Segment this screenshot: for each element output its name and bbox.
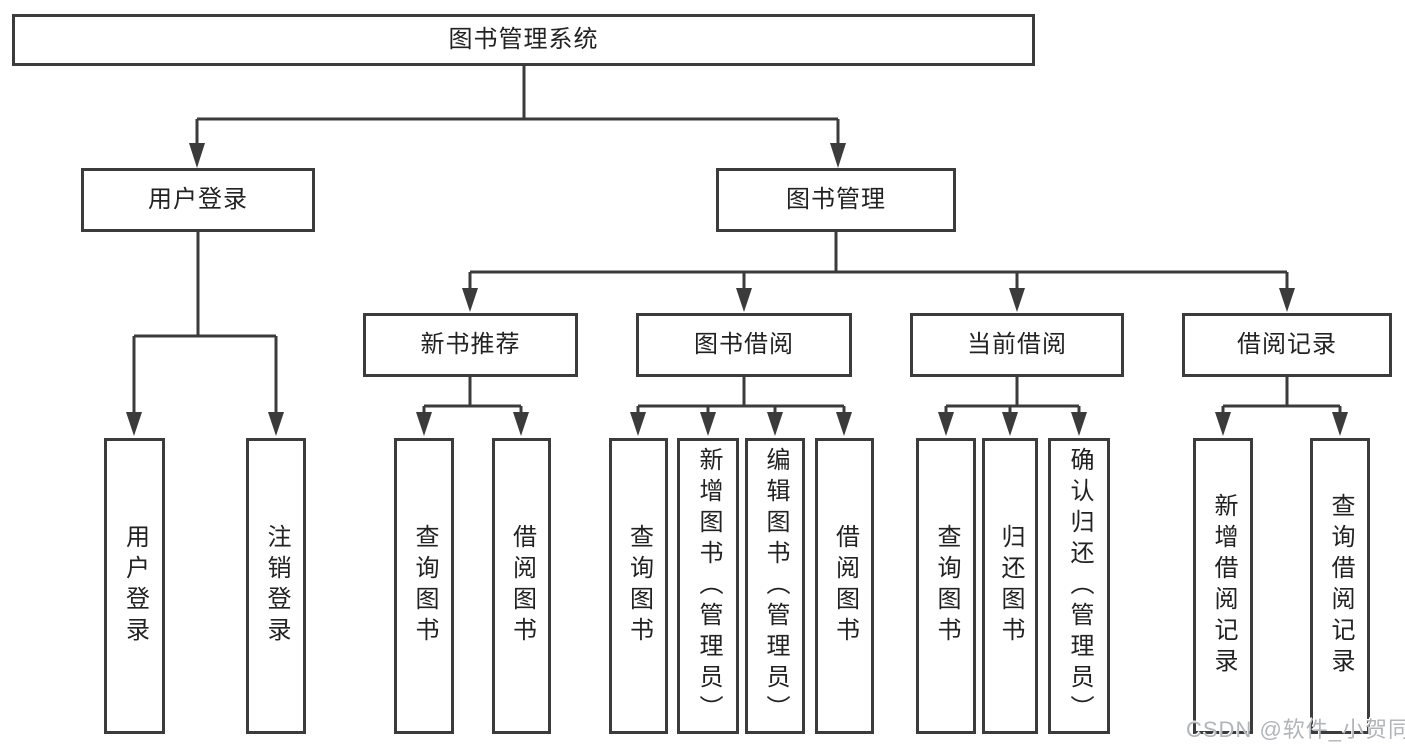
node-label: 查询图书 bbox=[625, 524, 653, 648]
leaf-add-books-admin: 新增图书（管理员） bbox=[677, 438, 739, 734]
leaf-borrow-books: 借阅图书 bbox=[815, 438, 874, 734]
leaf-query-books-current: 查询图书 bbox=[916, 438, 976, 734]
node-label: 用户登录 bbox=[121, 524, 149, 648]
node-label: 图书管理 bbox=[786, 186, 886, 213]
node-label: 借阅图书 bbox=[508, 524, 536, 648]
node-book-borrowing: 图书借阅 bbox=[636, 313, 852, 377]
node-label: 确认归还（管理员） bbox=[1066, 446, 1093, 726]
leaf-query-books-borrowing: 查询图书 bbox=[609, 438, 668, 734]
node-user-login: 用户登录 bbox=[81, 168, 315, 232]
node-label: 注销登录 bbox=[263, 524, 290, 648]
node-label: 编辑图书（管理员） bbox=[762, 446, 789, 726]
node-library-management-system: 图书管理系统 bbox=[12, 14, 1035, 66]
leaf-edit-books-admin: 编辑图书（管理员） bbox=[745, 438, 805, 734]
node-new-book-recommendation: 新书推荐 bbox=[363, 313, 578, 377]
node-label: 图书借阅 bbox=[694, 331, 794, 358]
leaf-logout: 注销登录 bbox=[246, 438, 306, 734]
node-borrowing-records: 借阅记录 bbox=[1182, 313, 1392, 377]
node-label: 新增借阅记录 bbox=[1210, 493, 1237, 679]
node-label: 借阅记录 bbox=[1237, 331, 1337, 358]
node-label: 借阅图书 bbox=[831, 524, 859, 648]
leaf-confirm-return-admin: 确认归还（管理员） bbox=[1048, 438, 1110, 734]
leaf-query-books-recommend: 查询图书 bbox=[394, 438, 454, 734]
leaf-add-borrow-record: 新增借阅记录 bbox=[1193, 438, 1253, 734]
node-label: 新书推荐 bbox=[420, 331, 521, 358]
node-label: 新增图书（管理员） bbox=[695, 446, 722, 726]
leaf-query-borrow-record: 查询借阅记录 bbox=[1310, 438, 1370, 734]
leaf-return-books: 归还图书 bbox=[982, 438, 1038, 734]
node-book-management: 图书管理 bbox=[716, 168, 956, 232]
node-label: 当前借阅 bbox=[967, 331, 1067, 358]
node-label: 归还图书 bbox=[997, 524, 1024, 648]
node-label: 图书管理系统 bbox=[448, 26, 599, 53]
node-current-borrowing: 当前借阅 bbox=[910, 313, 1124, 377]
csdn-watermark: CSDN @软件_小贺同学 bbox=[1186, 717, 1405, 742]
node-label: 查询图书 bbox=[411, 524, 438, 648]
node-label: 用户登录 bbox=[148, 186, 248, 213]
leaf-borrow-books-recommend: 借阅图书 bbox=[492, 438, 551, 734]
node-label: 查询图书 bbox=[933, 524, 960, 648]
leaf-user-login: 用户登录 bbox=[104, 438, 165, 734]
node-label: 查询借阅记录 bbox=[1327, 493, 1354, 679]
